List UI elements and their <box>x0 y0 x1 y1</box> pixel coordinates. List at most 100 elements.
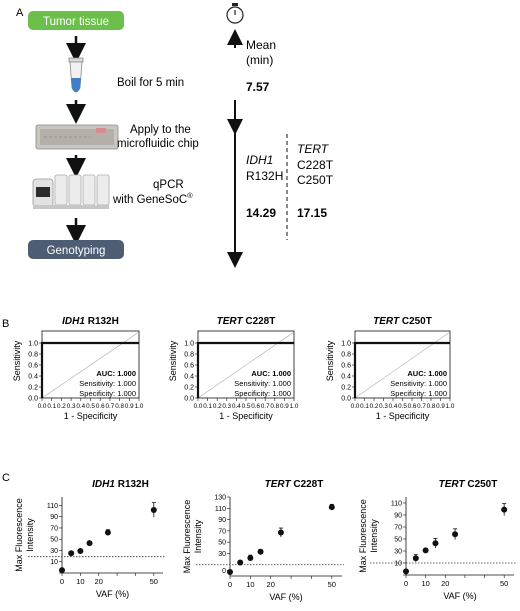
chart-title: TERT C250T <box>373 316 432 327</box>
tube-icon <box>68 57 84 93</box>
chart-title-gene: IDH1 <box>62 316 85 327</box>
y-axis-label: Sensitivity <box>12 340 22 381</box>
mean-header-1: Mean <box>246 38 276 52</box>
x-tick-label: 10 <box>76 577 84 586</box>
x-tick-label: 0 <box>60 577 64 586</box>
x-axis-label: VAF (%) <box>269 592 302 602</box>
data-point <box>422 547 429 554</box>
qpcr-step-label-2: with GeneSoC® <box>112 191 193 206</box>
y-tick-label: 1.0 <box>184 341 194 348</box>
data-point <box>150 506 157 513</box>
chart-title-gene: IDH1 <box>92 479 115 490</box>
y-tick-label: 0.6 <box>28 363 38 370</box>
x-tick-label: 0.9 <box>125 403 134 410</box>
x-tick-label: 0.1 <box>203 403 212 410</box>
stopwatch-icon <box>226 3 244 24</box>
x-tick-label: 50 <box>328 580 336 589</box>
x-tick-label: 0.4 <box>232 403 241 410</box>
x-tick-label: 0.6 <box>408 403 417 410</box>
y-tick-label: 0.2 <box>341 385 351 392</box>
x-axis-label: VAF (%) <box>443 591 476 601</box>
genotyping-box <box>28 240 124 259</box>
specificity-text: Specificity: 1.000 <box>234 389 291 398</box>
x-tick-label: 20 <box>441 579 449 588</box>
chart-title-gene: TERT <box>373 316 400 327</box>
y-tick-label: 0.6 <box>184 363 194 370</box>
y-tick-label: 0.0 <box>28 396 38 403</box>
data-point <box>412 555 419 562</box>
x-axis-label: 1 - Specificity <box>64 411 118 421</box>
chart-title-gene: TERT <box>439 479 466 490</box>
boil-step-label: Boil for 5 min <box>117 77 184 89</box>
idh1-gene-label: IDH1 <box>246 153 273 167</box>
x-axis-label: 1 - Specificity <box>219 411 273 421</box>
x-tick-label: 20 <box>267 580 275 589</box>
data-point <box>68 550 75 557</box>
tert-gene-label: TERT <box>297 142 330 156</box>
data-point <box>77 548 84 555</box>
x-tick-label: 0.5 <box>398 403 407 410</box>
y-tick-label: 110 <box>47 503 58 510</box>
x-tick-label: 0.6 <box>96 403 105 410</box>
data-point <box>452 531 459 538</box>
y-axis-label-line1: Max Fluorescence <box>182 500 192 574</box>
y-tick-label: 0.4 <box>341 374 351 381</box>
data-point <box>237 559 244 566</box>
y-tick-label: 0.8 <box>28 352 38 359</box>
instrument-icon <box>32 174 110 209</box>
y-tick-label: 90 <box>50 514 58 521</box>
x-tick-label: 0.4 <box>389 403 398 410</box>
chip-icon <box>35 124 119 150</box>
x-axis-label: 1 - Specificity <box>376 411 430 421</box>
x-tick-label: 10 <box>246 580 254 589</box>
y-tick-label: 1.0 <box>341 341 351 348</box>
y-axis-label-line1: Max Fluorescence <box>14 498 24 572</box>
tumor-tissue-box <box>28 11 124 30</box>
data-point <box>104 529 111 536</box>
idh1-mutation-label: R132H <box>246 169 283 183</box>
x-tick-label: 0.7 <box>106 403 115 410</box>
x-tick-label: 0.8 <box>270 403 279 410</box>
y-tick-label: 0.8 <box>184 352 194 359</box>
auc-text: AUC: 1.000 <box>407 369 447 378</box>
x-tick-label: 50 <box>500 579 508 588</box>
y-tick-label: 0.6 <box>341 363 351 370</box>
data-point <box>277 529 284 536</box>
specificity-text: Specificity: 1.000 <box>390 389 447 398</box>
y-tick-label: 10 <box>394 561 402 568</box>
chart-title: TERT C250T <box>439 479 498 490</box>
x-tick-label: 0.2 <box>370 403 379 410</box>
y-tick-label: 0.4 <box>28 374 38 381</box>
chart-title-mutation: C250T <box>399 316 432 327</box>
chip-step-label-1: Apply to the <box>130 124 191 136</box>
y-axis-label-line2: Intensity <box>193 519 203 553</box>
x-tick-label: 1.0 <box>290 403 299 410</box>
auc-text: AUC: 1.000 <box>251 369 291 378</box>
x-tick-label: 0.0 <box>38 403 47 410</box>
x-tick-label: 1.0 <box>135 403 144 410</box>
x-tick-label: 0.2 <box>213 403 222 410</box>
genotyping-label: Genotyping <box>47 245 106 257</box>
y-tick-label: 0.0 <box>341 396 351 403</box>
chart-title-mutation: C250T <box>465 479 498 490</box>
data-point <box>328 504 335 511</box>
y-tick-label: 50 <box>50 537 58 544</box>
x-tick-label: 0.5 <box>86 403 95 410</box>
tert-mutation-2: C250T <box>297 173 334 187</box>
x-tick-label: 0.6 <box>251 403 260 410</box>
x-tick-label: 20 <box>95 577 103 586</box>
x-tick-label: 0.4 <box>76 403 85 410</box>
y-tick-label: 0 <box>222 568 226 575</box>
data-point <box>257 548 264 555</box>
y-tick-label: 0.0 <box>184 396 194 403</box>
y-tick-label: 0.8 <box>341 352 351 359</box>
y-tick-label: 90 <box>218 517 226 524</box>
y-axis-label: Sensitivity <box>325 340 335 381</box>
panel-a: A Tumor tissue Boil for 5 min Apply to t… <box>16 3 334 268</box>
y-tick-label: 30 <box>218 551 226 558</box>
chart-title-gene: TERT <box>265 479 292 490</box>
